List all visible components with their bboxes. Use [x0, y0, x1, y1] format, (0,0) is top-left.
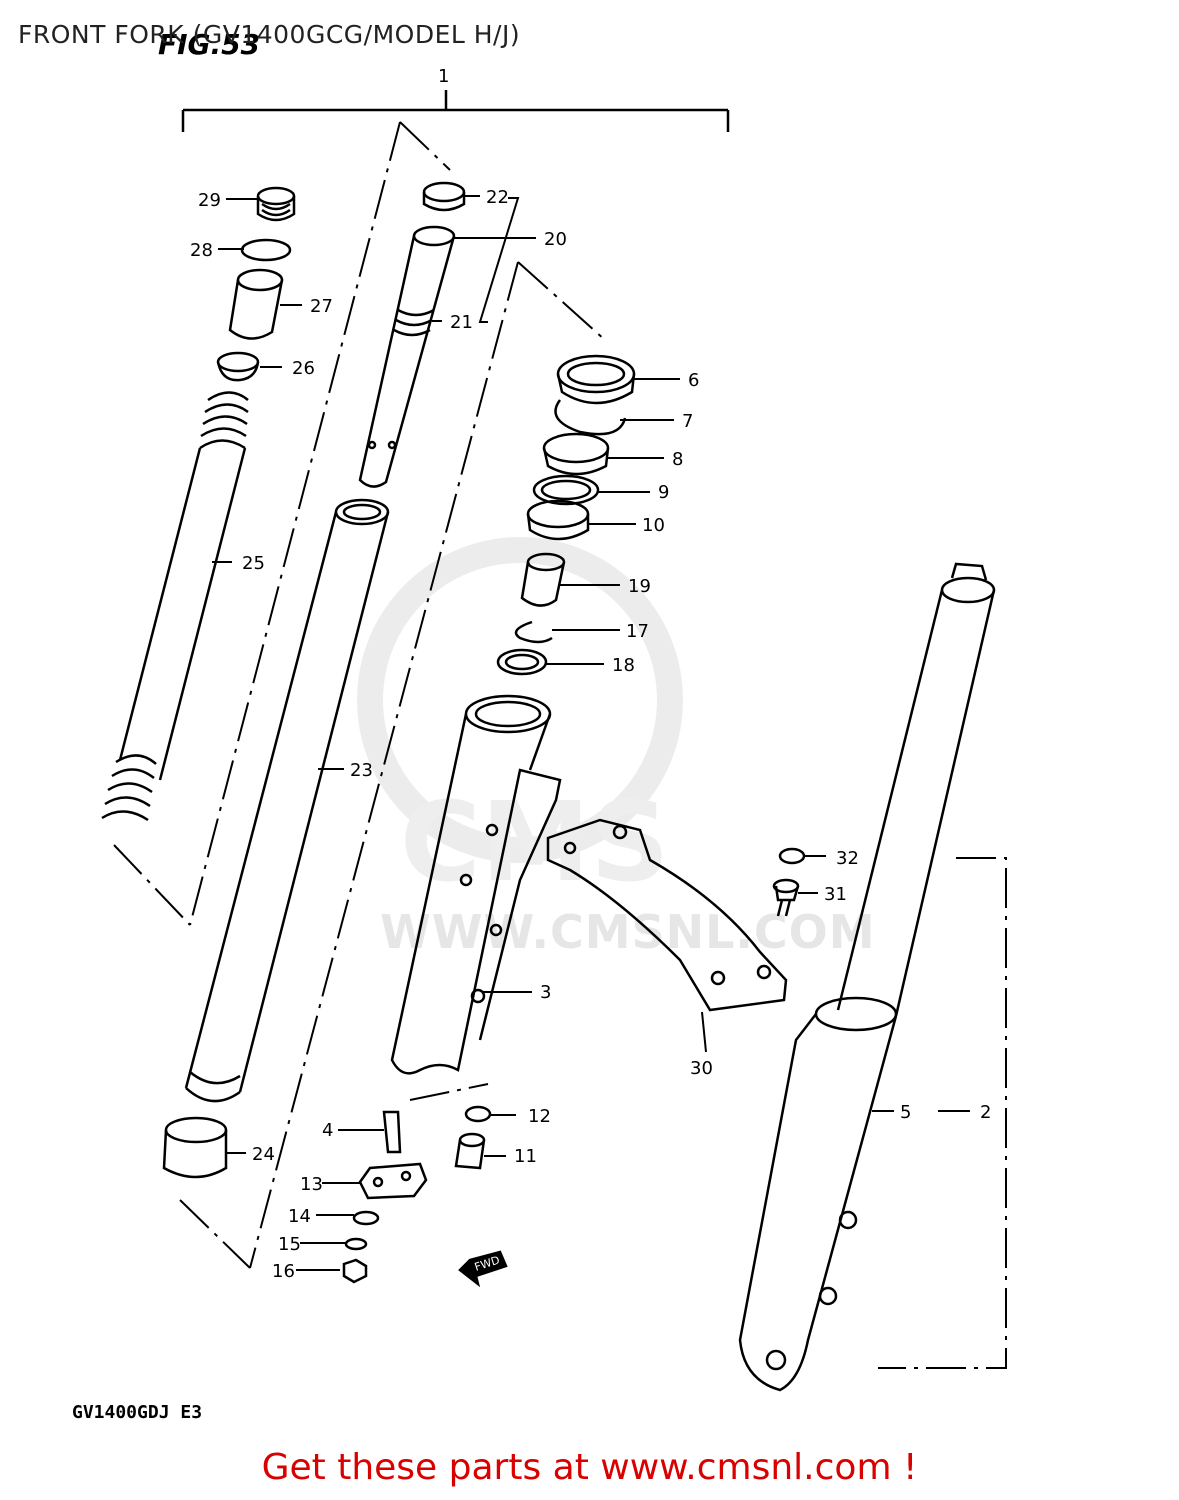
- part-14-washer: [352, 1210, 380, 1226]
- part-17-circlip: [514, 620, 553, 644]
- callout-27: 27: [310, 296, 333, 317]
- leader-lines: [212, 195, 970, 1271]
- figure-label: FIG.53: [158, 28, 261, 61]
- callout-28: 28: [190, 240, 213, 261]
- part-24-bushing: [162, 1116, 228, 1179]
- part-6-dust-seal: [556, 354, 636, 405]
- callout-18: 18: [612, 655, 635, 676]
- callout-10: 10: [642, 515, 665, 536]
- fwd-arrow-icon: [458, 1250, 508, 1288]
- callout-19: 19: [628, 576, 651, 597]
- assembly-bracket: [181, 90, 730, 132]
- part-11-drain-bolt: [454, 1132, 486, 1170]
- model-code: GV1400GDJ E3: [72, 1402, 203, 1423]
- callout-3: 3: [540, 982, 551, 1003]
- part-19-oil-lock-piece: [520, 552, 566, 607]
- callout-16: 16: [272, 1261, 295, 1282]
- callout-7: 7: [682, 411, 693, 432]
- callout-2: 2: [980, 1102, 991, 1123]
- callout-25: 25: [242, 553, 265, 574]
- watermark-url: WWW.CMSNL.COM: [380, 905, 876, 959]
- part-27-spacer: [228, 268, 284, 340]
- part-28-o-ring: [240, 238, 292, 262]
- part-16-nut: [342, 1258, 368, 1284]
- part-30-fork-brace: [546, 818, 788, 1012]
- part-5-outer-tube-right: [738, 562, 996, 1392]
- callout-17: 17: [626, 621, 649, 642]
- part-4-stud: [382, 1110, 402, 1154]
- callout-30: 30: [690, 1058, 713, 1079]
- part-23-inner-tube: [184, 498, 390, 1103]
- callout-23: 23: [350, 760, 373, 781]
- callout-11: 11: [514, 1146, 537, 1167]
- part-22-piston-ring: [422, 181, 466, 212]
- part-18-washer: [496, 648, 548, 676]
- callout-1: 1: [438, 66, 449, 87]
- callout-26: 26: [292, 358, 315, 379]
- callout-24: 24: [252, 1144, 275, 1165]
- callout-15: 15: [278, 1234, 301, 1255]
- callout-5: 5: [900, 1102, 911, 1123]
- callout-20: 20: [544, 229, 567, 250]
- part-21-bracket: [478, 197, 520, 323]
- callout-4: 4: [322, 1120, 333, 1141]
- callout-9: 9: [658, 482, 669, 503]
- page-title: FRONT FORK (GV1400GCG/MODEL H/J): [18, 20, 521, 49]
- callout-31: 31: [824, 884, 847, 905]
- part-8-oil-seal: [542, 432, 610, 476]
- callout-labels: 1 2 3 4 5 6 7 8 9 10 11 12 13 14 15 16 1…: [190, 66, 991, 1282]
- part-3-outer-tube-left: [390, 694, 562, 1075]
- part-31-bolt: [772, 878, 800, 917]
- part-29-cap-bolt: [256, 186, 296, 222]
- callout-6: 6: [688, 370, 699, 391]
- part-20-damper-rod: [358, 225, 456, 488]
- callout-14: 14: [288, 1206, 311, 1227]
- cta-link[interactable]: Get these parts at www.cmsnl.com !: [261, 1447, 918, 1488]
- part-12-gasket: [464, 1105, 492, 1123]
- part-9-washer: [532, 474, 600, 506]
- part-13-axle-holder: [358, 1162, 428, 1200]
- callout-13: 13: [300, 1174, 323, 1195]
- part-7-circlip: [554, 399, 627, 436]
- part-10-guide-bush: [526, 499, 590, 541]
- callout-22: 22: [486, 187, 509, 208]
- callout-32: 32: [836, 848, 859, 869]
- callout-12: 12: [528, 1106, 551, 1127]
- callout-21: 21: [450, 312, 473, 333]
- part-32-cap: [778, 847, 806, 865]
- part-26-spring-seat: [216, 351, 260, 382]
- callout-29: 29: [198, 190, 221, 211]
- part-15-lock-washer: [344, 1237, 368, 1251]
- guide-lines: [113, 121, 1007, 1369]
- callout-8: 8: [672, 449, 683, 470]
- watermark-logo-text: CMS: [400, 778, 669, 906]
- part-25-fork-spring: [101, 391, 249, 822]
